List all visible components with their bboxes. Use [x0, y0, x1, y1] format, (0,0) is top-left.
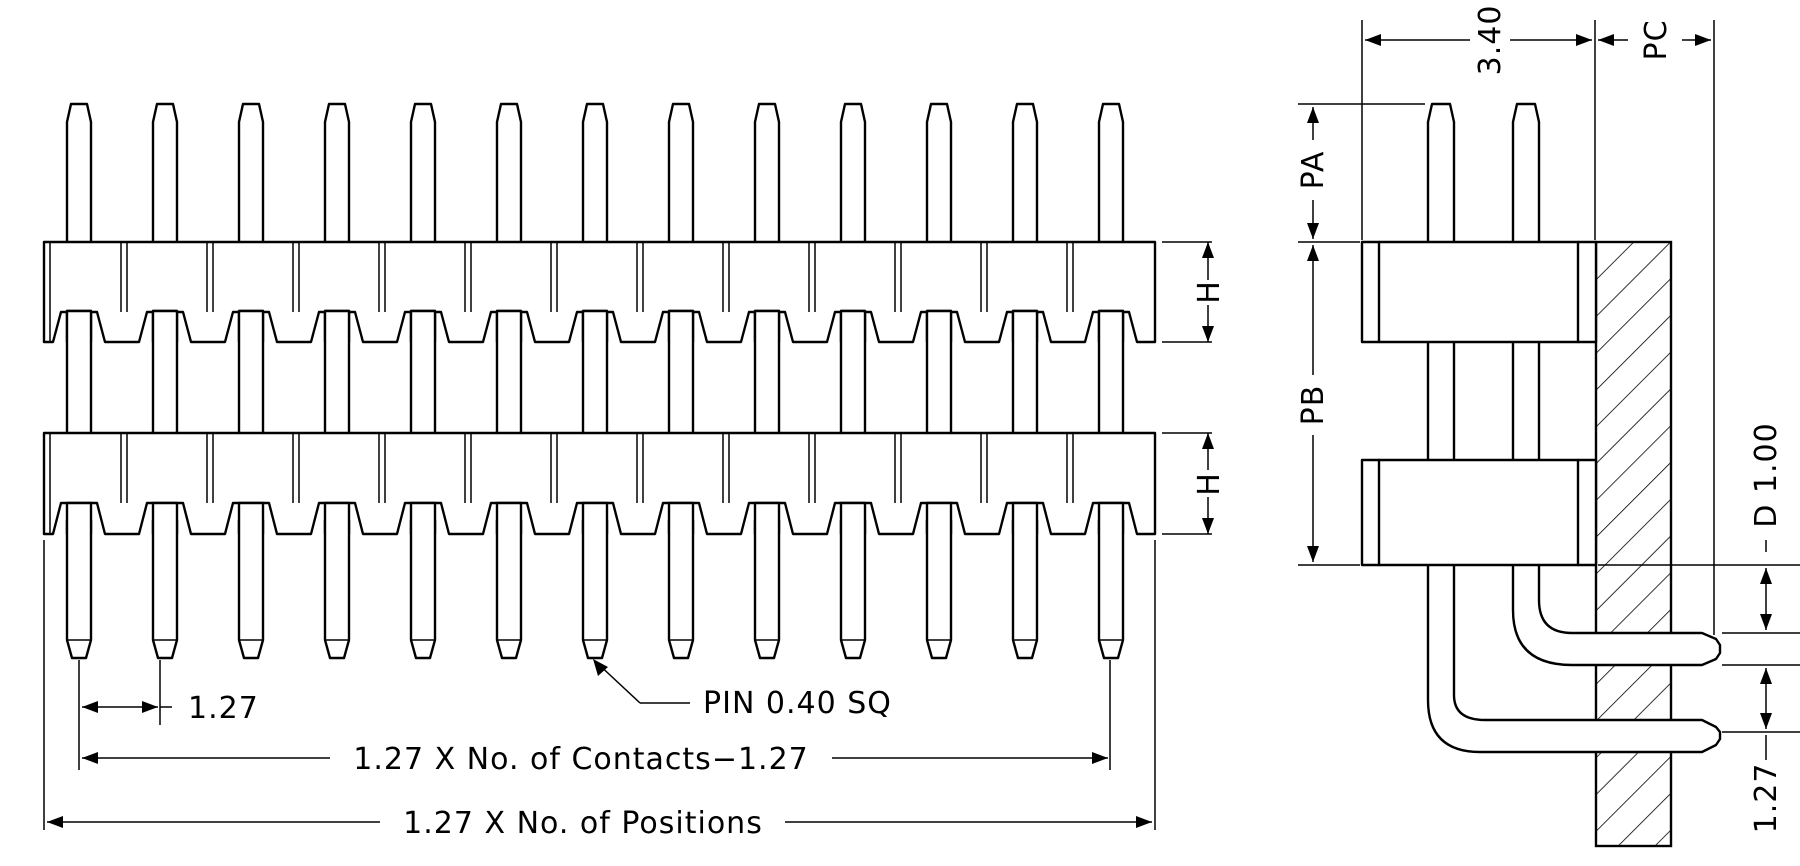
front-pin-top — [409, 102, 437, 242]
front-pin-top — [323, 102, 351, 242]
front-pin-window-upper — [925, 309, 953, 342]
front-pin-bottom — [925, 520, 953, 660]
bottom-pin-row — [65, 501, 1125, 660]
front-pin-window-upper — [65, 309, 93, 342]
front-pin-top — [753, 102, 781, 242]
front-pin-bottom — [65, 520, 93, 660]
pitch-label: 1.27 — [188, 691, 259, 726]
front-pin-window-lower — [1011, 501, 1039, 534]
front-pin-top — [1011, 102, 1039, 242]
side-pin-outer-bent — [1426, 565, 1722, 754]
front-pin-window-upper — [1011, 309, 1039, 342]
side-pb-label: PB — [1296, 385, 1331, 426]
contacts-span-label: 1.27 X No. of Contacts−1.27 — [353, 742, 809, 777]
front-pin-window-lower — [237, 501, 265, 534]
front-pin-top — [925, 102, 953, 242]
height-label-upper: H — [1192, 280, 1227, 304]
front-pin-window-upper — [839, 309, 867, 342]
front-pin-bottom — [151, 520, 179, 660]
front-pin-bottom — [495, 520, 523, 660]
side-pin-inner-top — [1511, 102, 1541, 242]
pin-spec-label: PIN 0.40 SQ — [703, 686, 892, 721]
side-d-dimension: D 1.00 — [1598, 422, 1800, 634]
front-pin-top — [839, 102, 867, 242]
side-pin-inner-bent — [1511, 565, 1722, 667]
side-pin-outer-top — [1426, 102, 1456, 242]
front-pin-window-lower — [581, 501, 609, 534]
side-width-label: 3.40 — [1473, 5, 1508, 76]
front-pin-bottom — [581, 520, 609, 660]
side-pc-dimension: PC — [1598, 19, 1715, 635]
side-pitch-dimension: 1.27 — [1722, 664, 1800, 834]
front-pin-window-upper — [323, 309, 351, 342]
contacts-span-dimension: 1.27 X No. of Contacts−1.27 — [82, 660, 1111, 777]
front-pin-bottom — [1097, 520, 1125, 660]
front-pin-window-upper — [581, 309, 609, 342]
positions-span-label: 1.27 X No. of Positions — [403, 806, 763, 841]
pitch-dimension: 1.27 — [78, 660, 259, 770]
front-pin-window-upper — [1097, 309, 1125, 342]
front-pin-window-lower — [1097, 501, 1125, 534]
front-pin-window-lower — [151, 501, 179, 534]
front-pin-bottom — [667, 520, 695, 660]
front-pin-window-upper — [237, 309, 265, 342]
front-pin-bottom — [839, 520, 867, 660]
front-pin-window-upper — [409, 309, 437, 342]
front-insulator-body — [42, 240, 1157, 344]
front-pin-bottom — [409, 520, 437, 660]
side-d-label: D 1.00 — [1749, 422, 1784, 527]
side-width-dimension: 3.40 — [1361, 5, 1596, 240]
height-dimension-upper: H — [1162, 241, 1227, 343]
front-pin-top — [495, 102, 523, 242]
side-body-lower — [1360, 458, 1598, 567]
front-insulator-body — [42, 431, 1157, 536]
side-view: 3.40 PC PA PB — [1296, 5, 1800, 848]
front-pin-top — [237, 102, 265, 242]
front-pin-bottom — [753, 520, 781, 660]
height-dimension-lower: H — [1162, 432, 1227, 535]
front-pin-window-upper — [495, 309, 523, 342]
front-pin-top — [581, 102, 609, 242]
front-pin-window-lower — [925, 501, 953, 534]
front-view: H H PIN 0.40 SQ 1.27 — [42, 102, 1227, 841]
side-pitch-label: 1.27 — [1749, 763, 1784, 834]
pin-spec-callout: PIN 0.40 SQ — [593, 659, 892, 721]
side-pa-label: PA — [1296, 151, 1331, 190]
front-pin-bottom — [237, 520, 265, 660]
front-pin-window-lower — [409, 501, 437, 534]
front-pin-window-lower — [495, 501, 523, 534]
front-pin-bottom — [1011, 520, 1039, 660]
front-pin-top — [65, 102, 93, 242]
insulator-bodies — [42, 240, 1157, 536]
pcb-section — [1594, 240, 1673, 848]
middle-pin-row — [65, 309, 1125, 435]
front-pin-top — [667, 102, 695, 242]
side-pc-label: PC — [1639, 19, 1674, 60]
front-pin-window-upper — [753, 309, 781, 342]
front-pin-window-lower — [839, 501, 867, 534]
height-label-lower: H — [1192, 472, 1227, 496]
positions-span-dimension: 1.27 X No. of Positions — [43, 540, 1156, 841]
front-pin-window-upper — [151, 309, 179, 342]
side-pb-dimension: PB — [1296, 245, 1360, 566]
front-pin-window-lower — [65, 501, 93, 534]
front-pin-top — [1097, 102, 1125, 242]
front-pin-bottom — [323, 520, 351, 660]
side-body-upper — [1360, 240, 1598, 344]
front-pin-window-upper — [667, 309, 695, 342]
top-pin-row — [65, 102, 1125, 242]
front-pin-window-lower — [753, 501, 781, 534]
front-pin-window-lower — [323, 501, 351, 534]
side-pa-dimension: PA — [1296, 103, 1425, 243]
front-pin-top — [151, 102, 179, 242]
front-pin-window-lower — [667, 501, 695, 534]
